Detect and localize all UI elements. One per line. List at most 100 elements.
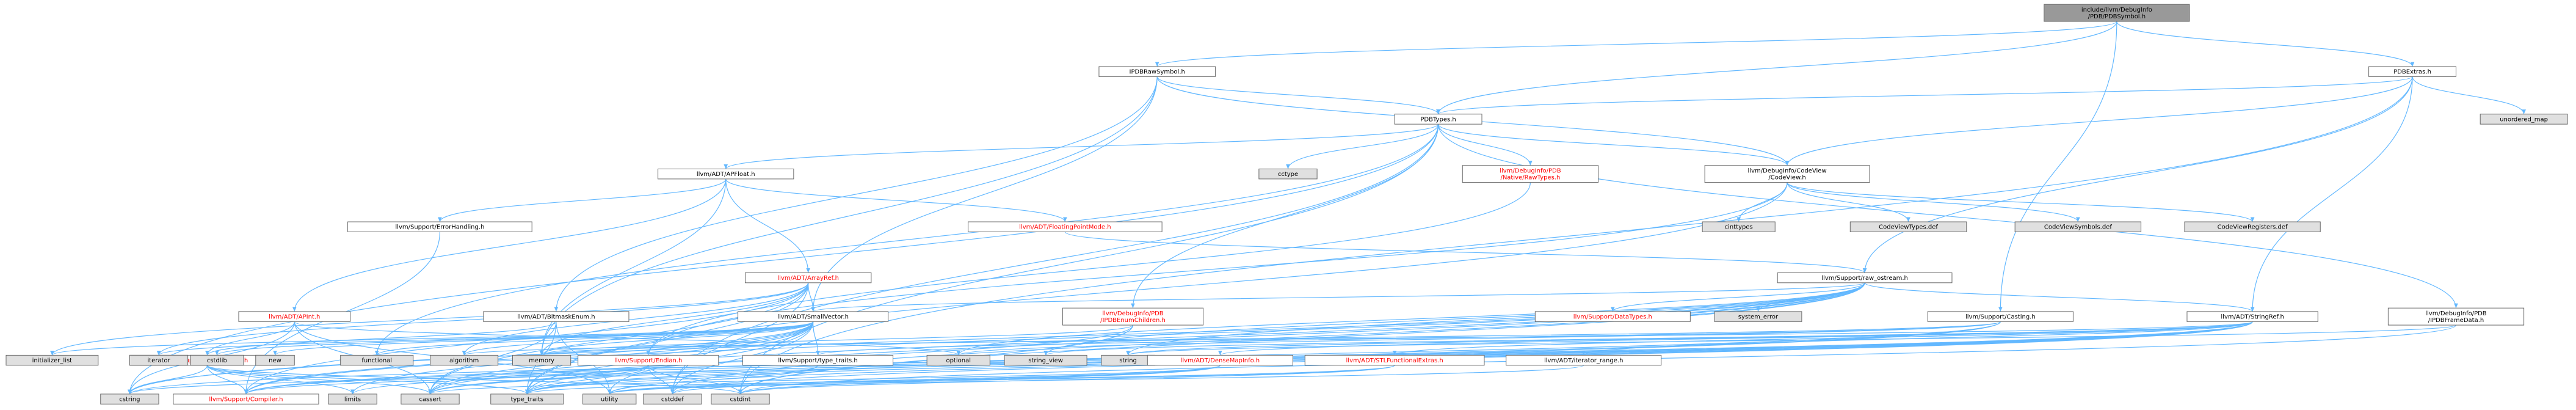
node-box bbox=[578, 354, 719, 366]
edge-CodeView-to-CodeViewSymbols bbox=[1787, 182, 2080, 222]
node-label-line: /PDB/PDBSymbol.h bbox=[2088, 13, 2146, 20]
node-box bbox=[2186, 311, 2318, 322]
node-label-line: llvm/DebugInfo/PDB bbox=[1102, 310, 1163, 317]
node-label: llvm/Support/Casting.h bbox=[1965, 314, 2036, 321]
edge-Casting-to-memory bbox=[540, 321, 2001, 356]
node-ErrorHandling[interactable]: llvm/Support/ErrorHandling.h bbox=[347, 221, 532, 232]
node-raw_ostream[interactable]: llvm/Support/raw_ostream.h bbox=[1777, 272, 1953, 284]
node-label-line: functional bbox=[361, 357, 392, 364]
node-label: PDBExtras.h bbox=[2393, 69, 2431, 76]
edge-MathExtras-to-cassert bbox=[206, 365, 432, 395]
edge-StringRef-to-algorithm bbox=[462, 321, 2253, 356]
node-label-line: new bbox=[269, 357, 281, 364]
node-label-line: llvm/ADT/DenseMapInfo.h bbox=[1181, 357, 1260, 364]
node-CodeView[interactable]: llvm/DebugInfo/CodeView/CodeView.h bbox=[1704, 165, 1870, 183]
node-label: cctype bbox=[1278, 171, 1298, 178]
edge-Endian-to-type_traits bbox=[524, 365, 649, 395]
node-Endian[interactable]: llvm/Support/Endian.h bbox=[578, 354, 719, 366]
edge-SmallVector-to-new bbox=[273, 321, 814, 356]
node-IPDBEnumChildren[interactable]: llvm/DebugInfo/PDB/IPDBEnumChildren.h bbox=[1062, 307, 1204, 326]
node-box bbox=[926, 354, 990, 366]
edge-CodeView-to-Endian bbox=[646, 182, 1788, 356]
edge-ArrayRef-to-SmallVector bbox=[808, 282, 815, 312]
node-iterator_range[interactable]: llvm/ADT/iterator_range.h bbox=[1506, 354, 1662, 366]
node-APInt[interactable]: llvm/ADT/APInt.h bbox=[238, 311, 351, 322]
node-label-line: cinttypes bbox=[1725, 224, 1753, 231]
node-IPDBFrameData[interactable]: llvm/DebugInfo/PDB/IPDBFrameData.h bbox=[2387, 307, 2525, 326]
node-label-line: /Native/RawTypes.h bbox=[1500, 175, 1560, 181]
node-label-line: unordered_map bbox=[2500, 116, 2548, 123]
node-label: cinttypes bbox=[1725, 224, 1753, 231]
edge-PDBExtras-to-cstdint bbox=[738, 76, 2413, 394]
node-label: limits bbox=[344, 397, 361, 403]
node-new: new bbox=[255, 354, 295, 366]
node-SmallVector[interactable]: llvm/ADT/SmallVector.h bbox=[738, 311, 889, 322]
node-IPDBRawSymbol[interactable]: IPDBRawSymbol.h bbox=[1098, 66, 1216, 77]
node-label-line: llvm/ADT/iterator_range.h bbox=[1544, 357, 1623, 364]
node-label: new bbox=[269, 357, 281, 364]
node-label: string bbox=[1119, 357, 1137, 364]
edge-PDBExtras-to-unordered_map bbox=[2412, 76, 2526, 114]
node-label-line: iterator bbox=[147, 357, 170, 364]
node-label: unordered_map bbox=[2500, 116, 2548, 123]
node-Casting[interactable]: llvm/Support/Casting.h bbox=[1927, 311, 2073, 322]
node-label: CodeViewSymbols.def bbox=[2044, 224, 2112, 231]
node-box bbox=[100, 394, 159, 405]
node-box bbox=[512, 354, 571, 366]
node-Compiler[interactable]: llvm/Support/Compiler.h bbox=[173, 394, 319, 405]
edge-APFloat-to-APInt bbox=[292, 178, 727, 312]
node-ArrayRef[interactable]: llvm/ADT/ArrayRef.h bbox=[744, 272, 872, 284]
node-box bbox=[347, 221, 532, 232]
node-box bbox=[658, 168, 794, 180]
edge-StringRef-to-STLFunctionalExtras bbox=[1393, 321, 2253, 356]
node-DataTypes[interactable]: llvm/Support/DataTypes.h bbox=[1534, 311, 1691, 322]
node-box bbox=[2387, 307, 2525, 326]
node-label: utility bbox=[601, 397, 619, 403]
node-PDBTypes[interactable]: PDBTypes.h bbox=[1394, 114, 1482, 125]
node-label: optional bbox=[946, 357, 971, 364]
node-label-line: llvm/ADT/APInt.h bbox=[269, 314, 320, 321]
edge-type_traits_h-to-utility bbox=[607, 365, 819, 395]
node-FloatingPointMode[interactable]: llvm/ADT/FloatingPointMode.h bbox=[968, 221, 1163, 232]
node-label-line: include/llvm/DebugInfo bbox=[2081, 7, 2152, 13]
edge-type_traits_h-to-type_traits bbox=[525, 365, 819, 395]
node-root[interactable]: include/llvm/DebugInfo/PDB/PDBSymbol.h bbox=[2044, 4, 2190, 22]
node-label-line: llvm/Support/DataTypes.h bbox=[1573, 314, 1652, 321]
node-label: system_error bbox=[1738, 314, 1779, 321]
node-cstdlib: cstdlib bbox=[190, 354, 244, 366]
node-box bbox=[1394, 114, 1482, 125]
node-label: iterator bbox=[147, 357, 170, 364]
node-label-line: llvm/Support/type_traits.h bbox=[778, 357, 857, 364]
node-label-line: /IPDBEnumChildren.h bbox=[1100, 317, 1166, 324]
node-label-line: cstdlib bbox=[207, 357, 227, 364]
node-type_traits_h[interactable]: llvm/Support/type_traits.h bbox=[742, 354, 894, 366]
node-label: string_view bbox=[1028, 357, 1063, 364]
node-STLFunctionalExtras[interactable]: llvm/ADT/STLFunctionalExtras.h bbox=[1304, 354, 1485, 366]
edge-PDBTypes-to-APFloat bbox=[724, 123, 1439, 169]
node-box bbox=[2044, 4, 2190, 22]
edge-IPDBEnumChildren-to-memory bbox=[540, 324, 1134, 356]
edge-Endian-to-cstring bbox=[128, 365, 649, 395]
node-string: string bbox=[1101, 354, 1155, 366]
node-cstdint: cstdint bbox=[711, 394, 770, 405]
node-PDBExtras[interactable]: PDBExtras.h bbox=[2368, 66, 2456, 77]
edge-IPDBRawSymbol-to-BitmaskEnum bbox=[554, 76, 1158, 312]
node-label-line: cassert bbox=[419, 397, 441, 403]
node-label-line: limits bbox=[344, 397, 361, 403]
node-label-line: llvm/ADT/SmallVector.h bbox=[777, 314, 849, 321]
node-StringRef[interactable]: llvm/ADT/StringRef.h bbox=[2186, 311, 2318, 322]
node-box bbox=[1147, 354, 1293, 366]
node-BitmaskEnum[interactable]: llvm/ADT/BitmaskEnum.h bbox=[483, 311, 629, 322]
node-label-line: PDBExtras.h bbox=[2393, 69, 2431, 76]
node-box bbox=[1777, 272, 1953, 284]
node-label: include/llvm/DebugInfo/PDB/PDBSymbol.h bbox=[2081, 7, 2152, 20]
edge-SmallVector-to-algorithm bbox=[462, 321, 814, 356]
edge-Endian-to-cassert bbox=[428, 365, 649, 395]
node-DenseMapInfo[interactable]: llvm/ADT/DenseMapInfo.h bbox=[1147, 354, 1293, 366]
edge-STLFunctionalExtras-to-cstdint bbox=[738, 365, 1395, 395]
node-APFloat[interactable]: llvm/ADT/APFloat.h bbox=[658, 168, 794, 180]
node-box bbox=[1506, 354, 1662, 366]
node-box bbox=[582, 394, 637, 405]
node-box bbox=[1702, 221, 1776, 232]
node-NativeRawTypes[interactable]: llvm/DebugInfo/PDB/Native/RawTypes.h bbox=[1462, 165, 1599, 183]
